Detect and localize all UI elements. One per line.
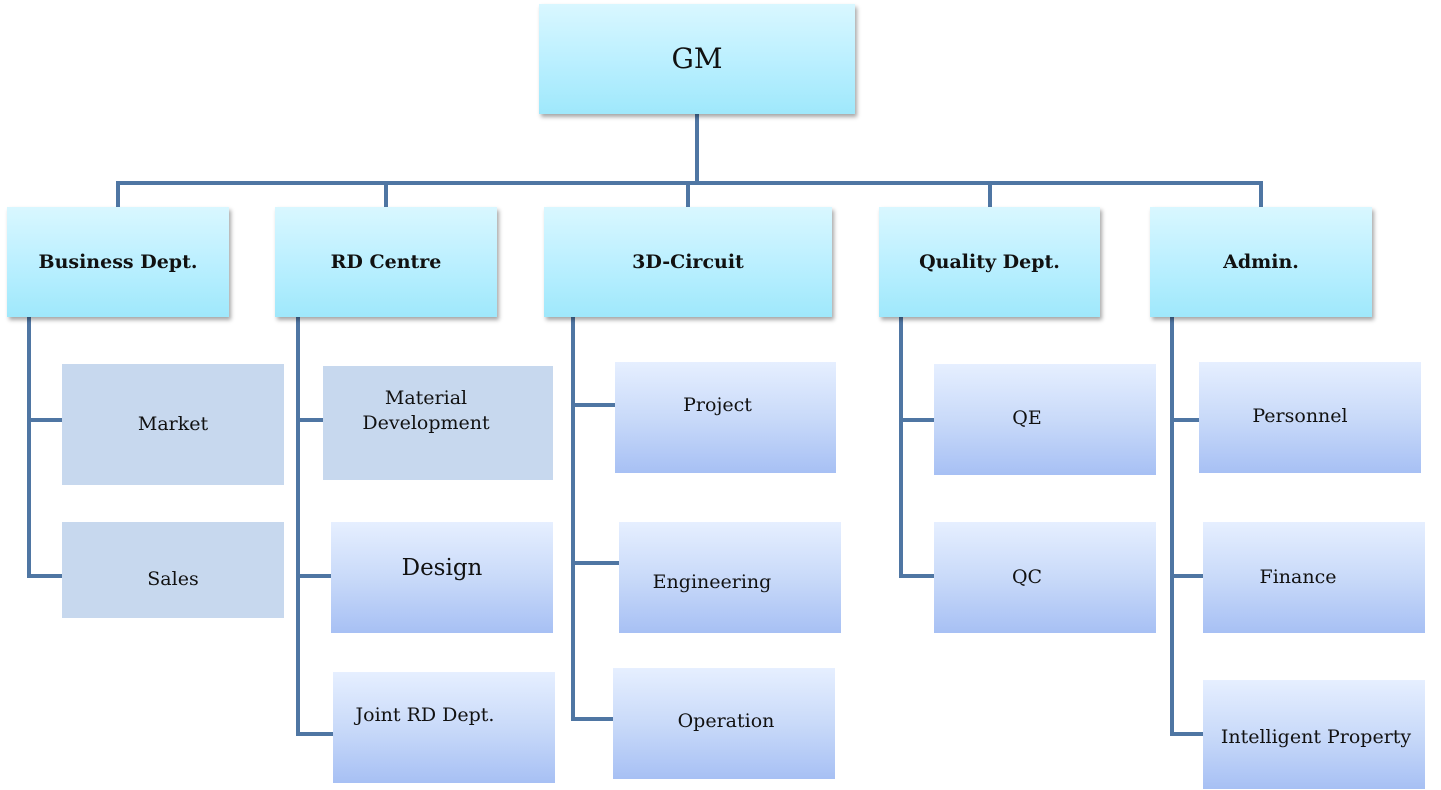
unit-finance-label: Finance xyxy=(1259,566,1337,589)
dept-admin-label: Admin. xyxy=(1223,250,1299,273)
gm-box: GM xyxy=(539,4,855,114)
unit-engineering-label: Engineering xyxy=(652,571,772,594)
unit-operation-box: Operation xyxy=(613,668,835,779)
unit-qe-box: QE xyxy=(934,364,1156,475)
dept-admin-box: Admin. xyxy=(1150,207,1372,317)
unit-joint-rd-label: Joint RD Dept. xyxy=(355,704,495,726)
unit-finance-box: Finance xyxy=(1203,522,1425,633)
unit-qc-label: QC xyxy=(1011,566,1043,589)
unit-design-label: Design xyxy=(401,555,483,581)
unit-sales-box: Sales xyxy=(62,522,284,618)
unit-qc-box: QC xyxy=(934,522,1156,633)
unit-engineering-box: Engineering xyxy=(619,522,841,633)
unit-project-box: Project xyxy=(615,362,836,473)
dept-3d-box: 3D-Circuit xyxy=(544,207,832,317)
unit-qe-label: QE xyxy=(1012,407,1042,430)
unit-market-box: Market xyxy=(62,364,284,485)
dept-3d-label: 3D-Circuit xyxy=(632,250,744,273)
gm-label: GM xyxy=(671,41,723,75)
dept-rd-label: RD Centre xyxy=(330,250,442,273)
dept-business-label: Business Dept. xyxy=(38,250,198,273)
unit-material-development-box: Material Development xyxy=(323,366,553,480)
dept-business-box: Business Dept. xyxy=(7,207,229,317)
dept-rd-box: RD Centre xyxy=(275,207,497,317)
unit-material-development-label: Material Development xyxy=(362,387,490,434)
unit-project-label: Project xyxy=(683,394,752,416)
dept-quality-label: Quality Dept. xyxy=(919,250,1060,273)
unit-operation-label: Operation xyxy=(677,710,775,733)
unit-intelligent-property-box: Intelligent Property xyxy=(1203,680,1425,789)
unit-design-box: Design xyxy=(331,522,553,633)
unit-sales-label: Sales xyxy=(147,567,199,590)
unit-personnel-box: Personnel xyxy=(1199,362,1421,473)
unit-intelligent-property-label: Intelligent Property xyxy=(1220,726,1412,749)
unit-joint-rd-box: Joint RD Dept. xyxy=(333,672,555,783)
dept-quality-box: Quality Dept. xyxy=(879,207,1100,317)
unit-personnel-label: Personnel xyxy=(1252,405,1348,428)
unit-market-label: Market xyxy=(137,413,209,436)
